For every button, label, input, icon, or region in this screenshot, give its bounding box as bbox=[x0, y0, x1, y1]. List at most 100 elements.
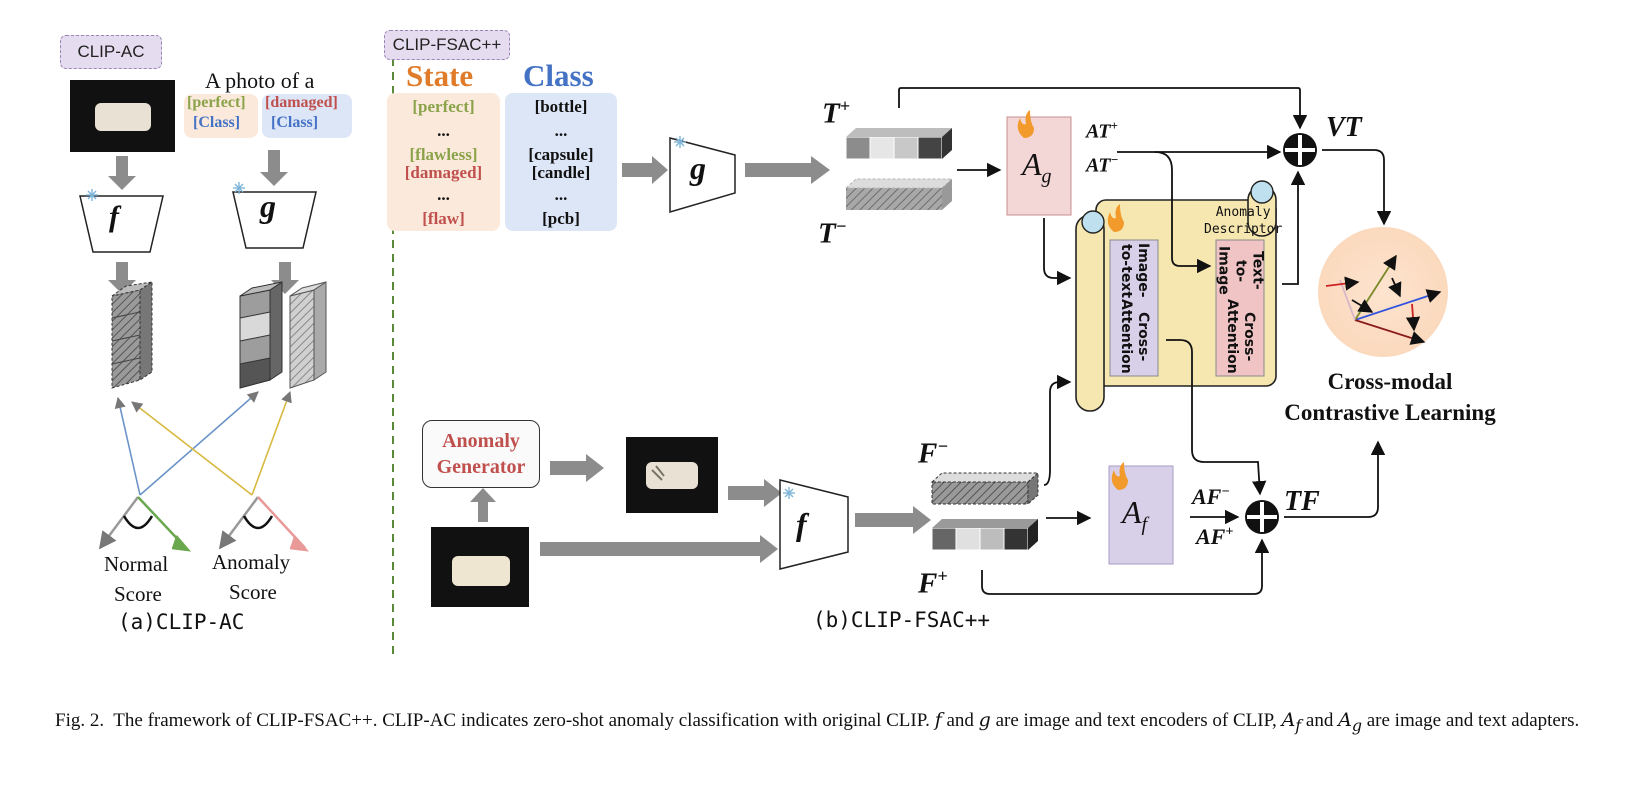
class-item: [capsule] bbox=[528, 145, 594, 164]
af-plus-text: AF bbox=[1196, 524, 1226, 549]
af-plus-sup: + bbox=[1225, 524, 1234, 540]
oplus-tf bbox=[1245, 500, 1279, 534]
f-plus-letter: F bbox=[918, 567, 938, 600]
right-text-encoder-label: g bbox=[690, 150, 706, 186]
af-minus-sup: − bbox=[1221, 484, 1230, 500]
at-minus-text: AT bbox=[1086, 154, 1111, 177]
normal-score-angle bbox=[98, 496, 192, 552]
adapter-g-sub: g bbox=[1041, 165, 1052, 188]
class-item: ... bbox=[554, 185, 568, 204]
adapter-f-sub: f bbox=[1141, 513, 1148, 536]
at-plus-text: AT bbox=[1086, 120, 1111, 143]
prompt-damaged: [damaged] bbox=[265, 94, 338, 111]
figure-caption: Fig. 2. The framework of CLIP-FSAC++. CL… bbox=[55, 708, 1600, 738]
f-plus-sup: + bbox=[937, 566, 948, 586]
state-list-panel: [perfect] ... [flawless] [damaged] ... [… bbox=[387, 93, 500, 231]
contrastive-line1: Cross-modal bbox=[1327, 369, 1453, 394]
caption-fig-number: Fig. 2. bbox=[55, 710, 105, 731]
state-item: ... bbox=[437, 185, 450, 204]
subcaption-a: (a)CLIP-AC bbox=[118, 610, 245, 634]
state-item: [flawless] bbox=[409, 145, 478, 164]
at-plus-sup: + bbox=[1110, 118, 1118, 133]
af-minus-text: AF bbox=[1192, 484, 1222, 509]
frozen-icon-3 bbox=[674, 136, 686, 148]
at-minus-label: AT− bbox=[1086, 152, 1118, 178]
img2text-line1: Image-to-text bbox=[1118, 243, 1151, 298]
caption-and-2: and bbox=[1305, 710, 1334, 731]
prompt-perfect: [perfect] bbox=[187, 94, 246, 111]
anomaly-score-label-1: Anomaly bbox=[212, 550, 291, 574]
left-similarity-lines bbox=[114, 390, 292, 496]
left-image-encoder-label: f bbox=[109, 200, 119, 233]
normal-score-label-2: Score bbox=[114, 582, 162, 606]
text2img-line2: Cross-Attention bbox=[1224, 299, 1257, 375]
prompt-title: A photo of a bbox=[205, 68, 315, 93]
clip-fsac-tag: CLIP-FSAC++ bbox=[384, 30, 510, 60]
subcaption-b: (b)CLIP-FSAC++ bbox=[813, 608, 991, 632]
caption-af-sub: f bbox=[1295, 715, 1302, 735]
adapter-g-label: Ag bbox=[1022, 146, 1052, 188]
clip-ac-tag: CLIP-AC bbox=[60, 35, 162, 69]
normal-score-label-1: Normal bbox=[104, 552, 169, 576]
f-minus-letter: F bbox=[918, 437, 938, 470]
anomaly-generator-line1: Anomaly bbox=[442, 430, 520, 452]
f-plus-label: F+ bbox=[918, 566, 948, 601]
anomaly-descriptor-line2: Descriptor bbox=[1204, 222, 1283, 237]
at-minus-sup: − bbox=[1110, 152, 1119, 167]
t-plus-letter: T bbox=[822, 97, 840, 130]
trainable-flame-icon-3 bbox=[1111, 462, 1128, 490]
t-minus-features bbox=[844, 178, 954, 210]
f-minus-label: F− bbox=[918, 436, 948, 471]
contrastive-space-icon bbox=[1318, 227, 1448, 357]
state-item: [perfect] bbox=[412, 97, 475, 116]
normal-prompt-box bbox=[184, 94, 258, 138]
vt-label: VT bbox=[1326, 112, 1362, 143]
f-minus-features bbox=[930, 471, 1040, 506]
t-minus-label: T− bbox=[818, 216, 847, 251]
class-list-panel: [bottle] ... [capsule] [candle] ... [pcb… bbox=[505, 93, 617, 231]
class-item: [pcb] bbox=[542, 209, 580, 228]
t-plus-sup: + bbox=[839, 96, 850, 116]
class-item: ... bbox=[554, 121, 568, 140]
caption-text-1: The framework of CLIP-FSAC++. CLIP-AC in… bbox=[113, 710, 930, 731]
caption-text-3: are image and text adapters. bbox=[1366, 710, 1580, 731]
left-text-encoder-shape bbox=[232, 191, 317, 249]
caption-ag: A bbox=[1338, 709, 1352, 731]
adapter-f-letter: A bbox=[1122, 494, 1142, 530]
anomaly-generator-box: Anomaly Generator bbox=[422, 420, 540, 488]
frozen-icon-1 bbox=[86, 189, 98, 201]
trainable-flame-icon-2 bbox=[1107, 204, 1124, 232]
class-header: Class bbox=[523, 58, 594, 93]
t-plus-features bbox=[845, 128, 952, 160]
anomaly-score-label-2: Score bbox=[229, 580, 277, 604]
frozen-icon-4 bbox=[783, 487, 795, 499]
tf-label: TF bbox=[1284, 486, 1320, 517]
class-item: [bottle] bbox=[534, 97, 588, 116]
caption-af: A bbox=[1281, 709, 1296, 731]
t-minus-letter: T bbox=[818, 217, 836, 250]
t-plus-label: T+ bbox=[822, 96, 850, 131]
f-minus-sup: − bbox=[937, 436, 949, 456]
abnormal-prompt-box bbox=[262, 94, 352, 138]
right-image-encoder-label: f bbox=[796, 506, 807, 542]
img2text-line2: Cross-Attention bbox=[1118, 299, 1151, 375]
state-item: ... bbox=[437, 121, 450, 140]
frozen-icon-2 bbox=[233, 182, 245, 194]
state-item: [damaged] bbox=[404, 163, 483, 182]
t-minus-sup: − bbox=[835, 216, 847, 236]
caption-ag-sub: g bbox=[1351, 715, 1362, 735]
caption-f: f bbox=[934, 709, 942, 731]
trainable-flame-icon-1 bbox=[1017, 110, 1034, 138]
state-item: [flaw] bbox=[422, 209, 465, 228]
text2img-line1: Text-to-Image bbox=[1215, 246, 1266, 295]
adapter-g-letter: A bbox=[1022, 146, 1042, 182]
adapter-g-box bbox=[1006, 116, 1072, 216]
anomaly-descriptor-scroll bbox=[1075, 180, 1277, 412]
anomaly-generator-line2: Generator bbox=[436, 456, 526, 478]
